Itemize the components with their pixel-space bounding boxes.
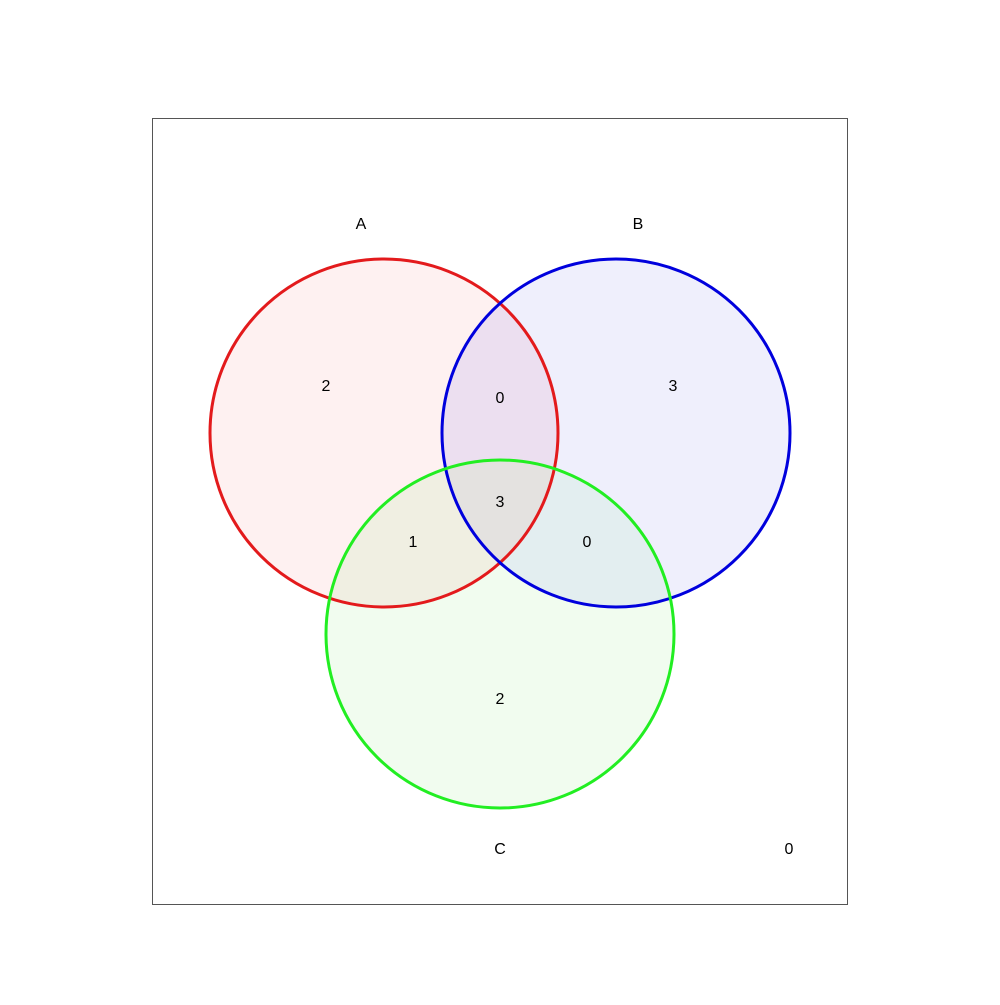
overlap-a-c [326, 460, 558, 607]
set-a-outline [208, 257, 560, 609]
region-only-c-count: 2 [496, 691, 505, 708]
region-outside-count: 0 [785, 841, 794, 858]
region-a-c-count: 1 [409, 534, 418, 551]
set-b-label: B [633, 216, 644, 233]
set-a-label: A [356, 216, 367, 233]
set-b-outline [440, 257, 792, 609]
set-c-outline [324, 458, 676, 810]
region-only-b-count: 3 [669, 378, 678, 395]
set-c-label: C [494, 841, 506, 858]
region-a-b-count: 0 [496, 390, 505, 407]
region-only-a-count: 2 [322, 378, 331, 395]
region-b-c-count: 0 [583, 534, 592, 551]
overlap-b-c [442, 460, 674, 607]
plot-frame [152, 118, 848, 905]
region-a-b-c-count: 3 [496, 494, 505, 511]
